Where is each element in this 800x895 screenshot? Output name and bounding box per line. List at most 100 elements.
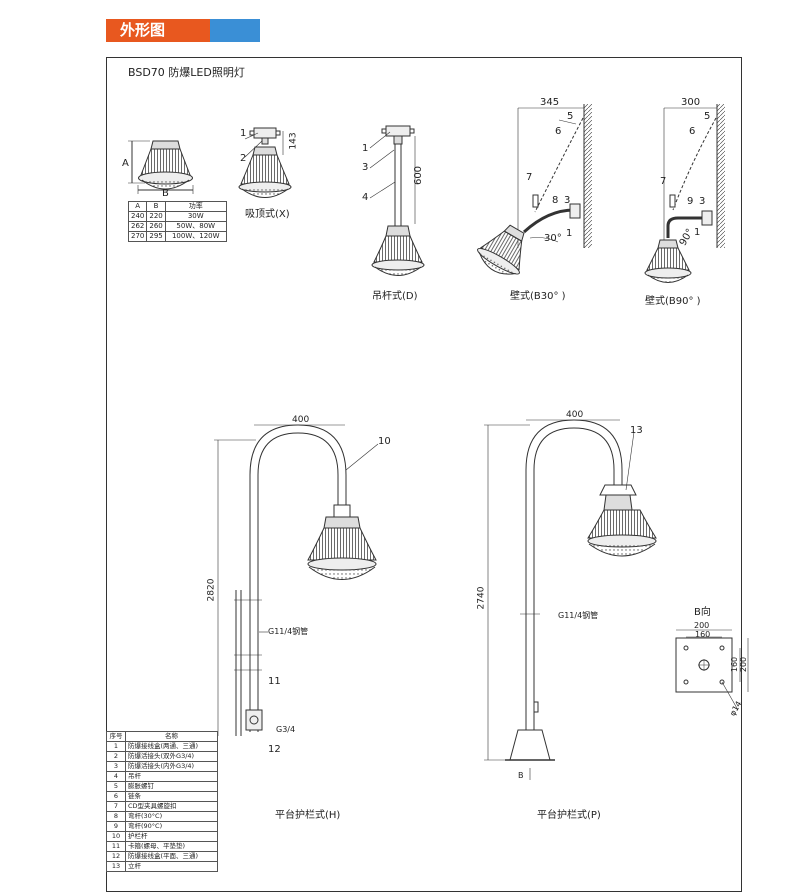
caption-platform-p: 平台护栏式(P) [537, 810, 601, 821]
callout-5: 5 [704, 111, 711, 122]
callout-8: 8 [552, 195, 559, 206]
parts-header-row: 序号 名称 [106, 731, 218, 742]
callout-1: 1 [240, 128, 247, 139]
angle-label-30: 30° [544, 233, 562, 244]
spec-header-b: B [146, 201, 166, 212]
spec-row: 262 260 50W、80W [127, 221, 227, 232]
section-title-tab: 外形图 [106, 19, 210, 42]
parts-name: 护栏杆 [125, 831, 218, 842]
callout-3: 3 [564, 195, 571, 206]
parts-name: 链条 [125, 791, 218, 802]
caption-ceiling-x: 吸顶式(X) [245, 209, 290, 220]
parts-name: 防爆活接头(双外G3/4) [125, 751, 218, 762]
parts-name: 弯杆(90°C) [125, 821, 218, 832]
spec-header-a: A [127, 201, 148, 212]
parts-no: 10 [106, 831, 126, 842]
callout-3: 3 [699, 196, 706, 207]
parts-no: 1 [106, 741, 126, 752]
spec-cell: 30W [164, 211, 227, 222]
parts-header-no: 序号 [106, 731, 126, 742]
caption-b-view: B向 [694, 607, 711, 618]
b-arrow-label: B [518, 771, 524, 780]
dim-label-200-top: 200 [694, 621, 710, 630]
spec-cell: 50W、80W [164, 221, 227, 232]
spec-cell: 295 [146, 231, 166, 242]
parts-no: 13 [106, 861, 126, 872]
spec-cell: 100W、120W [164, 231, 227, 242]
dim-label-160-top: 160 [695, 630, 711, 639]
lamp-x [238, 127, 292, 198]
model-title: BSD70 防爆LED照明灯 [128, 66, 245, 79]
callout-5: 5 [567, 111, 574, 122]
caption-platform-h: 平台护栏式(H) [275, 810, 341, 821]
dim-a [128, 140, 194, 194]
thread-label-g34: G3/4 [276, 725, 296, 734]
callout-10: 10 [378, 436, 391, 447]
parts-name: 立杆 [125, 861, 218, 872]
dim-label-2740: 2740 [476, 586, 487, 610]
spec-header-power: 功率 [164, 201, 227, 212]
section-title-accent [210, 19, 260, 42]
spec-header-row: A B 功率 [127, 201, 227, 212]
dim-label-2820: 2820 [206, 578, 217, 602]
lamp-p [484, 419, 657, 780]
parts-name: 防爆活接头(内外G3/4) [125, 761, 218, 772]
parts-header-name: 名称 [125, 731, 218, 742]
dim-label-400-h: 400 [292, 415, 310, 425]
parts-name: 防爆接线盒(两通、三通) [125, 741, 218, 752]
spec-cell: 260 [146, 221, 166, 232]
caption-pendant-d: 吊杆式(D) [372, 291, 418, 302]
parts-no: 2 [106, 751, 126, 762]
parts-no: 3 [106, 761, 126, 772]
parts-name: 吊杆 [125, 771, 218, 782]
spec-row: 270 295 100W、120W [127, 231, 227, 242]
dim-label-143: 143 [288, 132, 299, 150]
pipe-label-h: G11/4钢管 [268, 627, 309, 636]
dim-label-160-side: 160 [730, 656, 740, 673]
callout-3: 3 [362, 162, 369, 173]
lamp-b90 [644, 104, 725, 283]
spec-row: 240 220 30W [127, 211, 227, 222]
parts-name: 膨胀螺钉 [125, 781, 218, 792]
parts-name: 卡箍(螺母、平垫垫) [125, 841, 218, 852]
dim-label-300: 300 [681, 97, 701, 108]
section-title: 外形图 [120, 21, 166, 39]
callout-1: 1 [566, 228, 573, 239]
parts-no: 9 [106, 821, 126, 832]
callout-12: 12 [268, 744, 281, 755]
parts-no: 6 [106, 791, 126, 802]
parts-no: 7 [106, 801, 126, 812]
callout-6: 6 [555, 126, 562, 137]
spec-cell: 220 [146, 211, 166, 222]
dim-label-400-p: 400 [566, 410, 584, 420]
callout-6: 6 [689, 126, 696, 137]
parts-name: CD型夹具螺旋扣 [125, 801, 218, 812]
caption-wall-b90: 壁式(B90° ) [645, 296, 701, 307]
b-view [675, 629, 749, 711]
drawing-frame [106, 57, 742, 892]
parts-no: 4 [106, 771, 126, 782]
lamp-b30 [477, 104, 592, 275]
spec-cell: 270 [127, 231, 148, 242]
callout-4: 4 [362, 192, 369, 203]
spec-table: A B 功率 240 220 30W 262 260 50W、80W 270 2… [127, 201, 227, 242]
lamp-d [369, 125, 425, 276]
parts-no: 8 [106, 811, 126, 822]
callout-7: 7 [526, 172, 533, 183]
parts-no: 5 [106, 781, 126, 792]
caption-wall-b30: 壁式(B30° ) [510, 291, 566, 302]
callout-1: 1 [694, 227, 701, 238]
